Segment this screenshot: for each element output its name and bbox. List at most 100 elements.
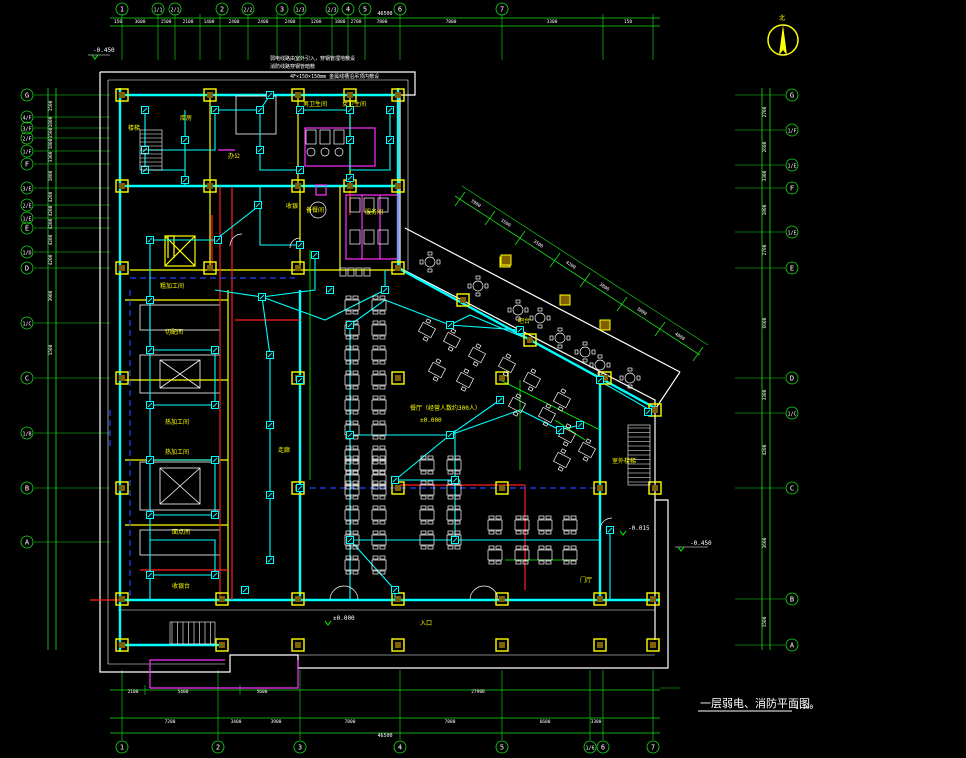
- column-core: [499, 375, 505, 381]
- slant-dim-value: 3800: [598, 282, 611, 293]
- chair: [515, 545, 522, 550]
- chair: [495, 560, 502, 565]
- chair: [379, 570, 386, 575]
- device-mark: [182, 177, 188, 183]
- chair: [352, 495, 359, 500]
- top-axis-bubble: [293, 2, 307, 16]
- left-axis-label: 1/D: [22, 251, 31, 257]
- chair: [427, 530, 434, 535]
- column-pillar: [391, 179, 405, 193]
- device-mark: [347, 322, 353, 328]
- left-axis-label: 1/C: [22, 322, 31, 328]
- chair: [597, 371, 603, 376]
- top-axis-label: 1/3: [295, 8, 304, 14]
- column-pillar: [215, 638, 229, 652]
- slant-tick: [616, 296, 628, 312]
- left-axis-bubble: [20, 144, 34, 158]
- label-corridor: 走廊: [278, 446, 290, 454]
- dining-table: [417, 321, 437, 339]
- chair: [627, 367, 633, 372]
- left-axis-bubble: [20, 221, 34, 235]
- column-core: [499, 642, 505, 648]
- chair: [495, 515, 502, 520]
- toilet-stall: [377, 229, 389, 245]
- bottom-axis-label: 2: [216, 744, 220, 752]
- dining-table: [344, 534, 360, 546]
- chair: [345, 505, 352, 510]
- label-kitchen-1: 粗加工间: [160, 282, 184, 290]
- device-mark: [607, 527, 613, 533]
- label-kitchen-2: 切配间: [165, 328, 183, 336]
- device-mark: [267, 422, 273, 428]
- chair: [345, 460, 352, 465]
- dining-table: [344, 399, 360, 411]
- dining-table: [371, 424, 387, 436]
- column-core: [499, 485, 505, 491]
- left-axis-label: A: [25, 539, 30, 547]
- label-wc-f: 女卫生间: [342, 100, 366, 108]
- device-mark: [147, 457, 153, 463]
- chair: [454, 470, 461, 475]
- device-mark: [347, 137, 353, 143]
- left-axis-bubble: [20, 481, 34, 495]
- dining-table: [446, 534, 462, 546]
- right-dim-value: 4200: [762, 444, 768, 455]
- column-pillar: [291, 638, 305, 652]
- chair: [379, 385, 386, 390]
- chair: [495, 530, 502, 535]
- chair: [545, 545, 552, 550]
- dining-table: [371, 509, 387, 521]
- bottom-axis-label: 1/6: [585, 746, 594, 752]
- chair: [527, 386, 534, 392]
- label-stair: 楼梯: [128, 124, 140, 132]
- column-core: [602, 375, 608, 381]
- device-mark: [147, 237, 153, 243]
- chair: [582, 358, 588, 363]
- chair: [636, 375, 641, 381]
- dining-table: [522, 371, 542, 389]
- right-axis-bubble: [785, 481, 799, 495]
- device-mark: [255, 202, 261, 208]
- column-core: [395, 642, 401, 648]
- device-mark: [497, 397, 503, 403]
- chair: [454, 505, 461, 510]
- chair: [557, 466, 564, 472]
- device-mark: [267, 352, 273, 358]
- left-axis-label: E: [25, 225, 29, 233]
- dining-table: [446, 509, 462, 521]
- dining-table: [507, 396, 527, 414]
- chair: [419, 259, 424, 265]
- top-dim-value: 2400: [285, 19, 296, 25]
- chair: [420, 520, 427, 525]
- chair: [372, 385, 379, 390]
- label-service: 收银: [286, 202, 298, 210]
- facade-column: [500, 254, 512, 266]
- right-axis-bubble: [785, 158, 799, 172]
- right-axis-label: F: [790, 185, 794, 193]
- column-core: [652, 407, 658, 413]
- top-axis-bubble: [241, 2, 255, 16]
- door-arcs: [229, 233, 613, 601]
- dining-table: [514, 519, 530, 531]
- left-axis-bubble: [20, 157, 34, 171]
- chair: [447, 530, 454, 535]
- column-core: [395, 596, 401, 602]
- chair: [345, 445, 352, 450]
- bottom-dim-total: 46500: [377, 733, 392, 739]
- top-dim-value: 2100: [183, 19, 194, 25]
- round-table: [534, 312, 546, 324]
- chair: [427, 268, 433, 273]
- chair: [606, 362, 611, 368]
- chair: [515, 299, 521, 304]
- chair: [372, 320, 379, 325]
- label-kitchen-5: 面点间: [172, 528, 190, 536]
- chair: [447, 545, 454, 550]
- column-pillar: [291, 261, 305, 275]
- chair: [372, 480, 379, 485]
- chair: [372, 470, 379, 475]
- right-axis-bubble: [785, 88, 799, 102]
- chair: [427, 251, 433, 256]
- top-axis-bubble: [215, 2, 229, 16]
- left-dim-value: 1500: [48, 127, 54, 138]
